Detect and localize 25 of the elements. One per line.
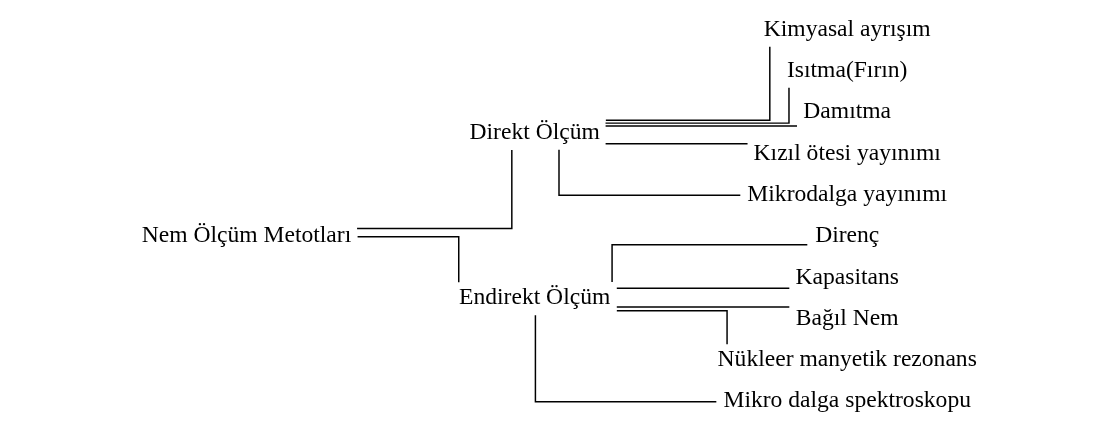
connector xyxy=(604,125,798,127)
node-text: Mikro dalga spektroskopu xyxy=(722,386,971,413)
connector xyxy=(615,287,790,289)
connector xyxy=(615,310,728,345)
node-text: Direnç xyxy=(814,221,879,248)
node-text: Kızıl ötesi yayınımı xyxy=(753,138,941,165)
connector xyxy=(610,244,808,283)
connector xyxy=(604,46,771,121)
node-text: Damıtma xyxy=(802,97,891,124)
connector xyxy=(356,235,459,283)
connector xyxy=(557,149,741,197)
node-text: Kapasitans xyxy=(794,262,899,289)
node-text: Nükleer manyetik rezonans xyxy=(717,345,977,372)
node-text: Endirekt Ölçüm xyxy=(458,283,610,310)
connector xyxy=(534,314,717,403)
node-text: Bağıl Nem xyxy=(795,303,899,330)
node-text: Kimyasal ayrışım xyxy=(763,14,931,41)
node-text: Direkt Ölçüm xyxy=(469,118,600,145)
connector xyxy=(615,306,790,308)
connector xyxy=(604,87,790,124)
node-text: Mikrodalga yayınımı xyxy=(746,179,947,206)
connector xyxy=(355,149,513,230)
node-text: Nem Ölçüm Metotları xyxy=(141,221,351,248)
connector xyxy=(604,143,748,145)
node-text: Isıtma(Fırın) xyxy=(786,56,907,83)
